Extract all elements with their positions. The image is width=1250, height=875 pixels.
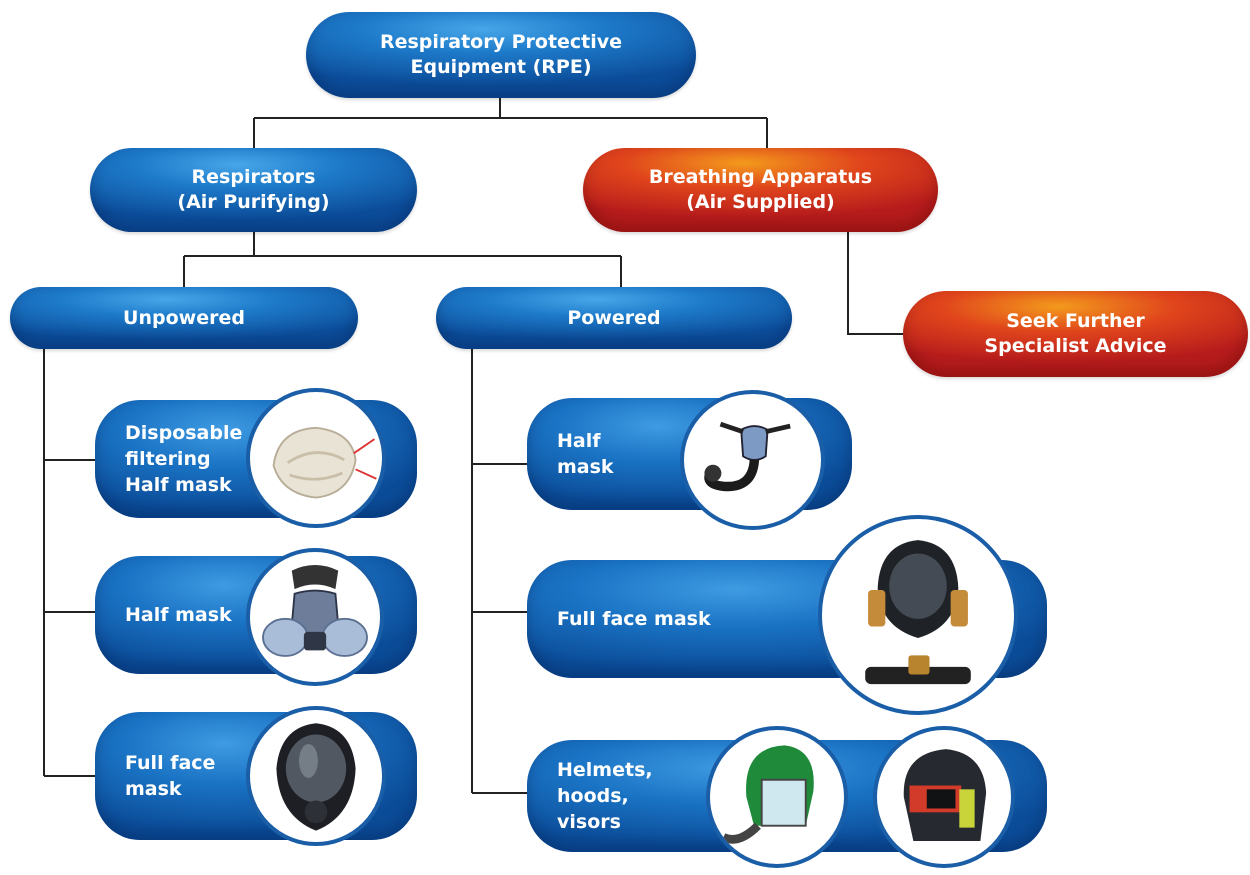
half-mask-respirator-icon <box>262 565 368 657</box>
node-rpe: Respiratory Protective Equipment (RPE) <box>306 12 696 98</box>
connector-rpe-children <box>253 98 768 148</box>
node-unpowered: Unpowered <box>10 287 358 349</box>
item-label: Full face mask <box>125 752 216 800</box>
connector-respirators-children <box>183 232 622 287</box>
powered-full-face-mask-icon <box>865 540 971 685</box>
node-breathing-apparatus: Breathing Apparatus (Air Supplied) <box>583 148 938 232</box>
node-respirators: Respirators (Air Purifying) <box>90 148 417 232</box>
full-face-mask-icon <box>276 723 356 831</box>
full-face-mask-image <box>246 706 386 846</box>
item-label: Half mask <box>557 430 614 478</box>
half-mask-respirator-image <box>246 548 384 686</box>
item-label: Half mask <box>125 604 232 626</box>
item-label: Full face mask <box>557 608 711 630</box>
item-label: Disposable filtering Half mask <box>125 422 243 496</box>
hood-with-hose-image <box>706 726 848 868</box>
disposable-respirator-image <box>246 388 386 528</box>
item-label: Helmets, hoods, visors <box>557 759 653 833</box>
powered-half-mask-icon <box>704 421 791 492</box>
connector-powered-items <box>471 346 527 794</box>
hood-with-hose-icon <box>721 745 814 844</box>
welding-helmet-icon <box>903 749 987 842</box>
node-seek-specialist-advice: Seek Further Specialist Advice <box>903 291 1248 377</box>
node-powered: Powered <box>436 287 792 349</box>
powered-half-mask-image <box>680 390 825 530</box>
connector-breathing-specialist <box>847 232 903 335</box>
disposable-respirator-icon <box>272 426 377 499</box>
connector-unpowered-items <box>43 345 95 777</box>
welding-helmet-image <box>873 726 1015 868</box>
powered-full-face-mask-image <box>818 515 1018 715</box>
